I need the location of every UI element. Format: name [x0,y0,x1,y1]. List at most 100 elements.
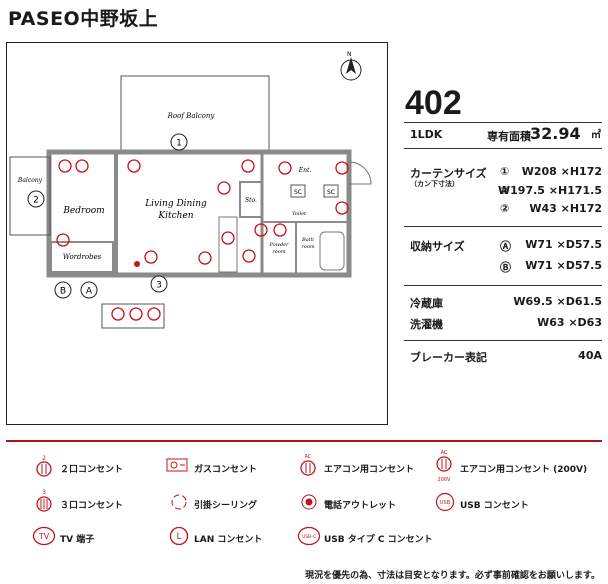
outlet-bath [273,223,287,237]
curtain-mark-3: ② [500,202,510,215]
ceiling-ent-2 [335,161,349,175]
north-arrow-pointer [346,57,356,74]
marker-3 [150,275,168,293]
storage-value-a: W71 ×D57.5 [525,238,602,251]
outlet-symbols [56,159,349,321]
bath-label-2: room [301,244,314,250]
north-label: N [347,51,352,58]
bedroom-label: Bedroom [62,206,104,216]
fridge-label: 冷蔵庫 [410,297,443,310]
legend-usb: USB コンセント [460,501,529,511]
lower-balcony [101,303,165,329]
ac-200v-outlet-icon: AC 200V [436,450,452,483]
svg-text:L: L [176,532,181,542]
washer-label: 洗濯機 [410,318,443,331]
ac-outlet-icon: AC [300,454,316,476]
marker-b-label: B [60,287,66,297]
toilet-label: Toilet [292,211,307,217]
outlet-bed-1 [58,159,72,173]
balcony-label: Balcony [17,177,43,184]
tv-outlet-icon: TV [32,526,56,546]
storage-mark-a: Ⓐ [500,240,511,253]
outlet-ac [144,250,158,264]
outlet-toilet [335,201,349,215]
curtain-sub: （カン下寸法） [410,180,459,188]
ceiling-icon [171,494,187,510]
legend-outlet3: ３口コンセント [60,501,124,511]
kitchen-counter [218,216,238,273]
legend-gas: ガスコンセント [194,465,258,475]
breaker-label: ブレーカー表記 [410,351,487,364]
bathtub [319,231,345,271]
breaker-value: 40A [578,349,602,362]
curtain-value-3: W43 ×H172 [529,202,602,215]
curtain-mark-1: ① [500,165,510,178]
marker-3-label: 3 [156,281,162,291]
tv-outlet-1 [75,159,89,173]
sc-box-2 [323,184,339,198]
powder-label-1: Powder [268,242,289,248]
outlet-kitchen [221,231,235,245]
svg-text:USB-C: USB-C [302,534,316,540]
lan-outlet [111,307,125,321]
gas-outlet-icon [166,458,188,472]
unit-number: 402 [405,84,462,122]
legend-phone: 電話アウトレット [324,501,397,511]
outlet-kitchen-2 [242,249,256,263]
entrance-label: Ent. [298,167,312,174]
plan-frame [6,42,388,425]
ceiling-ent [278,161,292,175]
floor-plan: Roof Balcony Balcony Bedroom Wordrobes L… [6,42,388,425]
bathroom [295,221,350,276]
usb-c-outlet-icon: USB-C [297,526,321,546]
legend-outlet2: ２口コンセント [60,465,124,475]
svg-text:200V: 200V [438,477,452,483]
legend-usbc: USB タイプ C コンセント [324,535,433,545]
storage-label: 収納サイズ [410,240,465,253]
legend-lan: LAN コンセント [194,535,263,545]
wardrobe [50,241,114,273]
legend-tv: TV 端子 [60,535,95,545]
fridge-value: W69.5 ×D61.5 [513,295,602,308]
svg-text:AC: AC [305,454,312,460]
area-label: 専有面積 [487,130,531,143]
disclaimer-note: 現況を優先の為、寸法は目安となります。必ず事前確認をお願いします。 [305,571,600,581]
storage-label: Sto. [245,197,257,204]
outlet-powder [254,223,268,237]
legend-ac: エアコン用コンセント [324,465,415,475]
main-walls [46,149,352,278]
divider [404,226,602,227]
marker-2 [27,190,45,208]
ldk-label-1: Living Dining [144,199,207,209]
storage-value-b: W71 ×D57.5 [525,259,602,272]
legend-ceiling: 引掛シーリング [194,501,258,511]
tv-outlet-2 [129,307,143,321]
marker-1 [170,133,188,151]
svg-text:3: 3 [42,489,46,496]
outlet-ldk-2 [198,251,212,265]
curtain-value-1: W208 ×H172 [521,165,602,178]
outlet-ldk-3 [217,181,231,195]
area-unit: ㎡ [591,130,601,141]
legend-ac200: エアコン用コンセント (200V) [460,465,588,475]
svg-text:AC: AC [441,450,448,456]
marker-2-label: 2 [33,196,39,206]
divider [404,122,602,123]
svg-text:USB: USB [440,500,451,506]
marker-a [80,281,98,299]
wardrobe-label: Wordrobes [63,253,102,261]
outlet-3-icon: 3 [36,489,52,512]
svg-text:TV: TV [38,532,50,541]
divider [404,340,602,341]
phone-outlet-icon [301,494,317,510]
divider [404,148,602,149]
marker-a-label: A [86,287,93,297]
bath-label-1: Bath [301,237,314,243]
lan-outlet-icon: L [169,526,189,546]
outlet-sto [241,159,255,173]
unit-type: 1LDK [410,128,443,141]
outlet-ldk-1 [127,159,141,173]
sc-label-2: SC [327,189,335,196]
phone-outlet [134,261,140,267]
